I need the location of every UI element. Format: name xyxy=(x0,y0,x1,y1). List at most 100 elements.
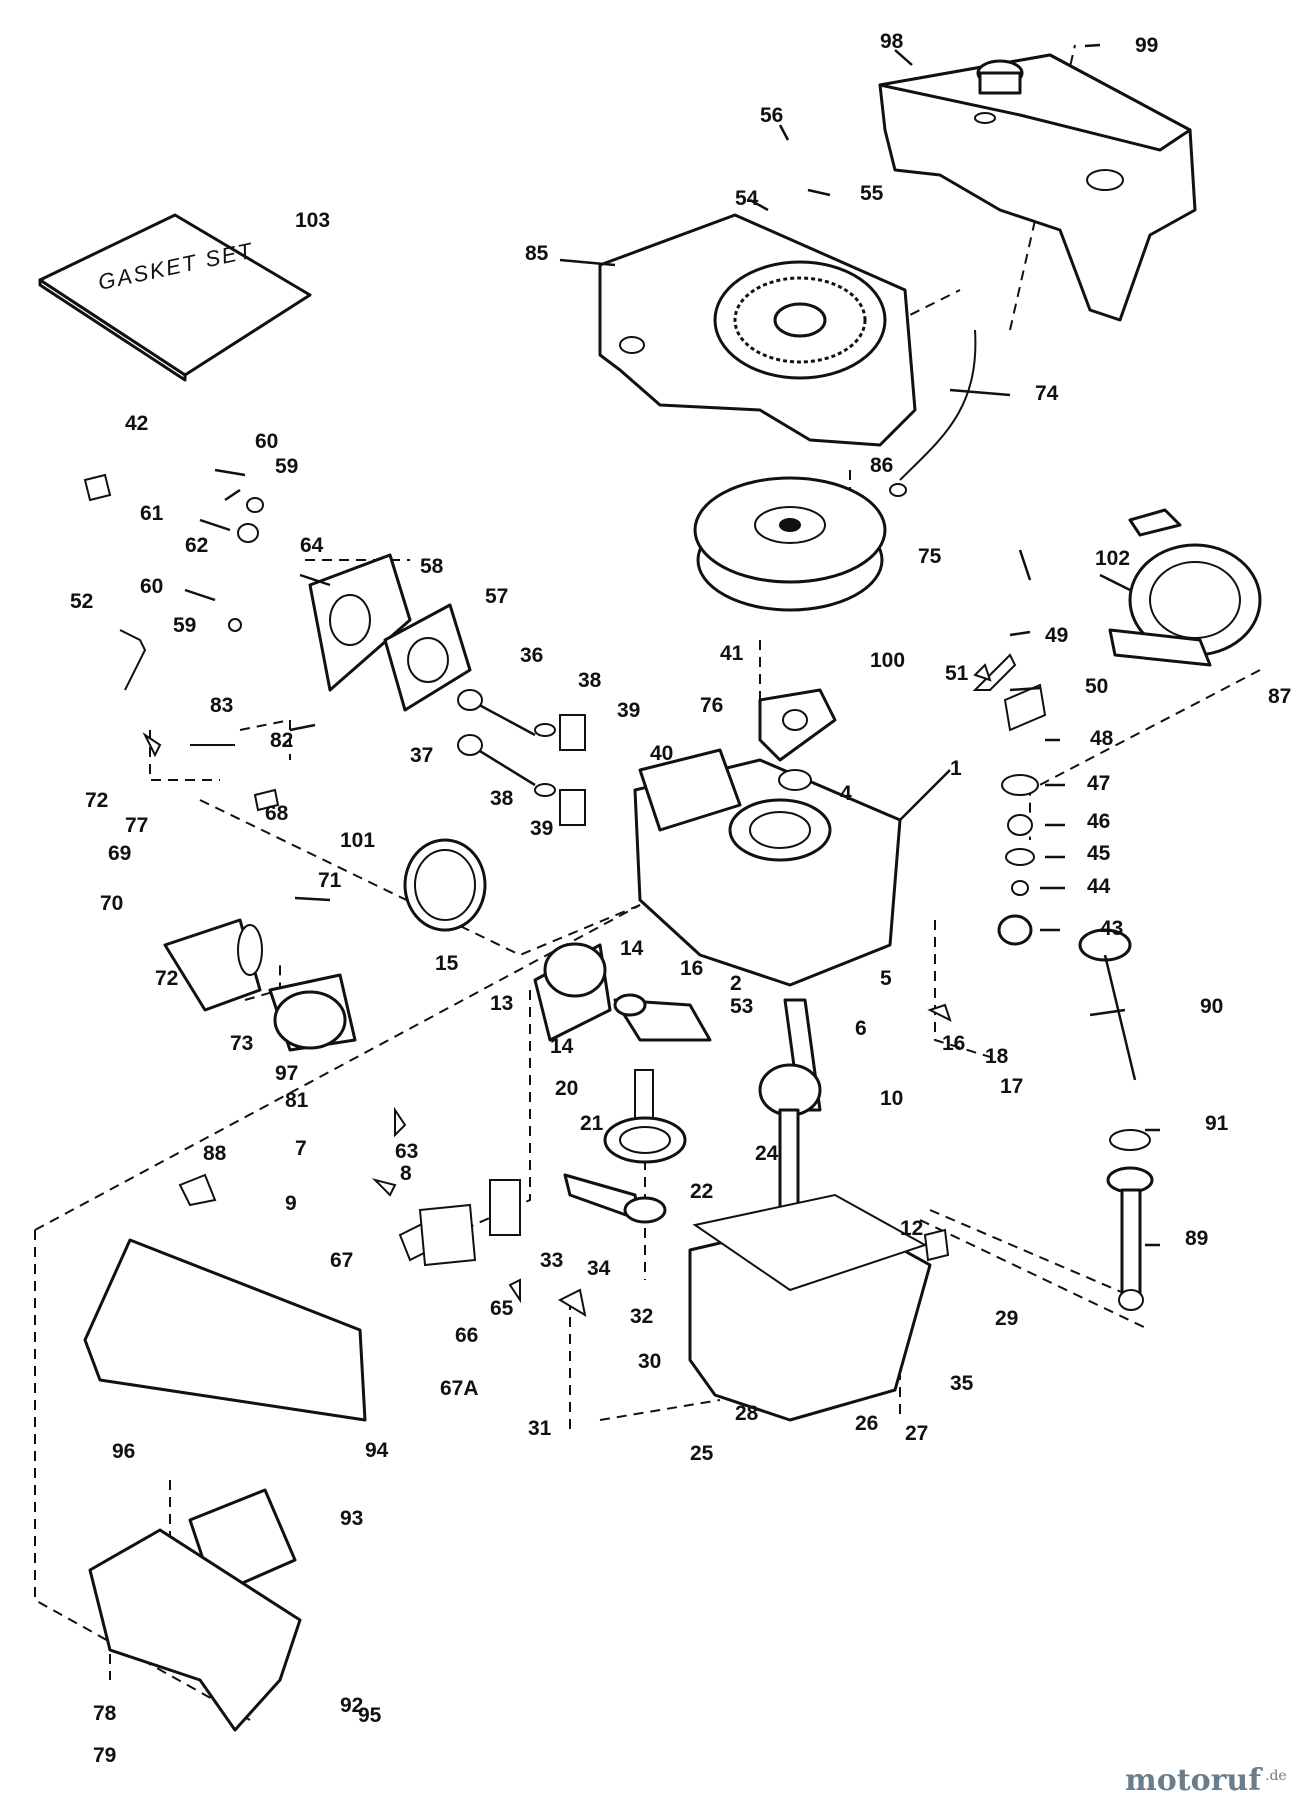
callout-c51: 51 xyxy=(945,662,969,685)
callout-c41: 41 xyxy=(720,642,744,665)
callout-c6: 6 xyxy=(855,1017,867,1040)
callout-c28: 28 xyxy=(735,1402,759,1425)
callout-c27: 27 xyxy=(905,1422,928,1445)
callout-c89: 89 xyxy=(1185,1227,1208,1250)
air-filter-base xyxy=(88,1528,302,1732)
callout-c61: 61 xyxy=(140,502,164,525)
ignition-module xyxy=(758,688,837,791)
callout-c42: 42 xyxy=(125,412,148,435)
callout-c36: 36 xyxy=(520,644,543,667)
callout-c59a: 59 xyxy=(275,455,298,478)
engine-block xyxy=(633,748,902,987)
callout-c58: 58 xyxy=(420,555,444,578)
callout-c81: 81 xyxy=(285,1089,309,1112)
callout-c73: 73 xyxy=(230,1032,253,1055)
callout-c62: 62 xyxy=(185,534,208,557)
watermark-name: motoruf xyxy=(1125,1763,1263,1798)
callout-c17: 17 xyxy=(1000,1075,1023,1098)
callout-c100: 100 xyxy=(870,649,905,672)
callout-c24: 24 xyxy=(755,1142,779,1165)
callout-c21: 21 xyxy=(580,1112,604,1135)
callout-c98: 98 xyxy=(880,30,904,53)
callout-c45: 45 xyxy=(1087,842,1111,865)
callout-c54: 54 xyxy=(735,187,759,210)
callout-c32: 32 xyxy=(630,1305,653,1328)
callout-c94: 94 xyxy=(365,1439,389,1462)
callout-c1: 1 xyxy=(950,757,962,780)
callout-c74: 74 xyxy=(1035,382,1059,405)
base-gasket xyxy=(692,1193,928,1292)
callout-c46: 46 xyxy=(1087,810,1110,833)
leader-lines xyxy=(224,43,1160,1247)
valves-and-springs xyxy=(457,689,586,826)
oil-slinger xyxy=(563,1173,667,1224)
breather-parts xyxy=(972,653,1047,946)
callout-c18: 18 xyxy=(985,1045,1009,1068)
callout-c71: 71 xyxy=(318,869,342,892)
callout-c60a: 60 xyxy=(255,430,278,453)
intake-manifold xyxy=(163,918,263,1012)
callout-c82: 82 xyxy=(270,729,293,752)
callout-c33: 33 xyxy=(540,1249,563,1272)
callout-c52: 52 xyxy=(70,590,93,613)
callout-c43: 43 xyxy=(1100,917,1123,940)
fuel-line xyxy=(889,329,977,497)
callout-c85: 85 xyxy=(525,242,549,265)
cam-gear xyxy=(603,1069,687,1164)
air-filter-cover xyxy=(83,1238,367,1422)
cylinder-head xyxy=(308,553,472,712)
callout-c103: 103 xyxy=(295,209,330,232)
callout-c16a: 16 xyxy=(680,957,703,980)
callout-c92: 92 xyxy=(340,1694,363,1717)
callout-c50: 50 xyxy=(1085,675,1108,698)
callout-c7: 7 xyxy=(295,1137,307,1160)
callout-c38b: 38 xyxy=(490,787,514,810)
gasket-set: GASKET SET xyxy=(38,213,312,382)
callout-c67a: 67A xyxy=(440,1377,479,1400)
callout-c69: 69 xyxy=(108,842,131,865)
callout-c31: 31 xyxy=(528,1417,552,1440)
callout-c35: 35 xyxy=(950,1372,974,1395)
callout-c95: 95 xyxy=(358,1704,382,1727)
callout-c8: 8 xyxy=(400,1162,412,1185)
dipstick xyxy=(1078,928,1154,1311)
piston-assembly xyxy=(403,838,612,1042)
callout-c15: 15 xyxy=(435,952,459,975)
callout-c29: 29 xyxy=(995,1307,1018,1330)
callout-c76: 76 xyxy=(700,694,723,717)
callout-c53: 53 xyxy=(730,995,753,1018)
connecting-rod xyxy=(613,993,712,1042)
fuel-tank xyxy=(878,53,1197,322)
callout-c75: 75 xyxy=(918,545,942,568)
recoil-starter xyxy=(1108,508,1262,667)
callout-c101: 101 xyxy=(340,829,375,852)
callout-c38a: 38 xyxy=(578,669,602,692)
callout-c57: 57 xyxy=(485,585,508,608)
callout-c70: 70 xyxy=(100,892,123,915)
flywheel xyxy=(693,476,887,612)
callout-c83: 83 xyxy=(210,694,233,717)
callout-c56: 56 xyxy=(760,104,783,127)
callout-c12: 12 xyxy=(900,1217,923,1240)
callout-c77: 77 xyxy=(125,814,148,837)
callout-c64: 64 xyxy=(300,534,324,557)
callout-c34: 34 xyxy=(587,1257,611,1280)
callout-c49: 49 xyxy=(1045,624,1068,647)
callout-c68: 68 xyxy=(265,802,289,825)
callout-c99: 99 xyxy=(1135,34,1158,57)
callout-c55: 55 xyxy=(860,182,884,205)
callout-c91: 91 xyxy=(1205,1112,1229,1135)
callout-c30: 30 xyxy=(638,1350,661,1373)
callout-c72a: 72 xyxy=(85,789,108,812)
callout-c47: 47 xyxy=(1087,772,1110,795)
callout-c5: 5 xyxy=(880,967,892,990)
callout-c26: 26 xyxy=(855,1412,878,1435)
callout-c90: 90 xyxy=(1200,995,1223,1018)
callout-c97: 97 xyxy=(275,1062,298,1085)
callout-c20: 20 xyxy=(555,1077,578,1100)
callout-c39b: 39 xyxy=(530,817,553,840)
callout-c102: 102 xyxy=(1095,547,1130,570)
blower-housing xyxy=(598,213,917,447)
